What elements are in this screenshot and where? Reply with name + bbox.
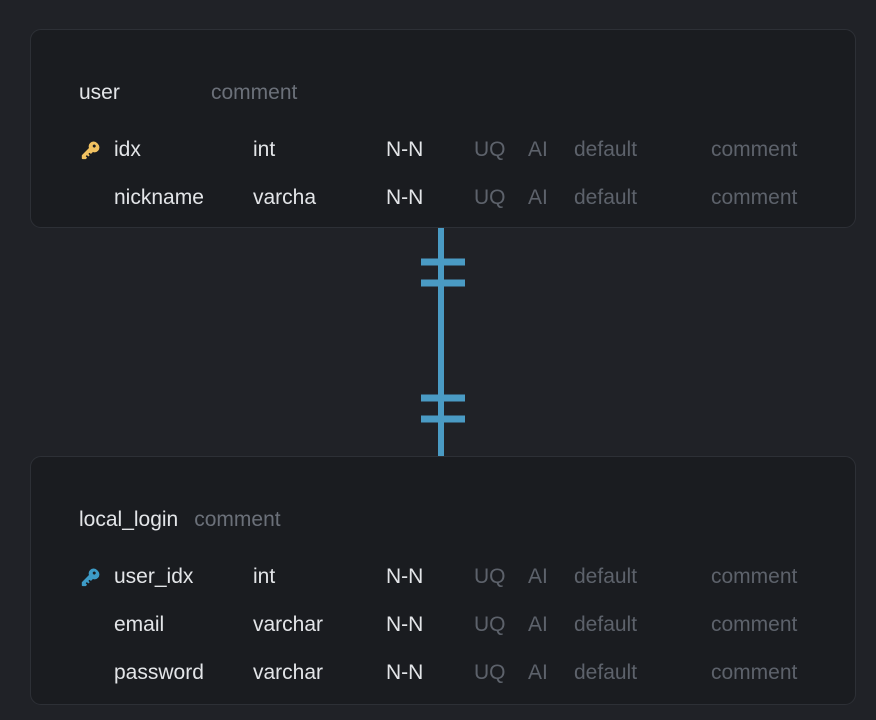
table-card-local-login[interactable]: local_login comment user_idx int N-N UQ … [30,456,856,705]
table-row[interactable]: nickname varcha N-N UQ AI default commen… [31,174,855,222]
column-not-null[interactable]: N-N [386,186,424,209]
table-header-local-login: local_login comment [31,505,855,535]
table-row[interactable]: idx int N-N UQ AI default comment [31,126,855,174]
column-list-local-login: user_idx int N-N UQ AI default comment e… [31,553,855,697]
column-unique[interactable]: UQ [474,138,506,161]
table-name-local-login[interactable]: local_login [79,508,179,531]
table-card-user[interactable]: user comment idx int N-N UQ AI default c… [30,29,856,228]
column-unique[interactable]: UQ [474,186,506,209]
column-data-type[interactable]: int [253,565,276,588]
column-name[interactable]: user_idx [114,565,194,588]
column-comment[interactable]: comment [711,186,798,209]
column-not-null[interactable]: N-N [386,138,424,161]
column-default[interactable]: default [574,565,638,588]
column-comment[interactable]: comment [711,138,798,161]
column-auto-increment[interactable]: AI [528,613,548,636]
column-not-null[interactable]: N-N [386,565,424,588]
column-data-type[interactable]: varcha [253,186,317,209]
column-auto-increment[interactable]: AI [528,661,548,684]
column-comment[interactable]: comment [711,565,798,588]
table-header-user: user comment [31,78,855,108]
column-default[interactable]: default [574,186,638,209]
column-unique[interactable]: UQ [474,565,506,588]
table-row[interactable]: email varchar N-N UQ AI default comment [31,601,855,649]
primary-key-icon [79,567,114,588]
column-data-type[interactable]: varchar [253,613,324,636]
column-default[interactable]: default [574,613,638,636]
column-auto-increment[interactable]: AI [528,138,548,161]
table-row[interactable]: user_idx int N-N UQ AI default comment [31,553,855,601]
column-name[interactable]: idx [114,138,141,161]
column-data-type[interactable]: varchar [253,661,324,684]
column-comment[interactable]: comment [711,613,798,636]
table-name-user[interactable]: user [79,81,120,104]
column-auto-increment[interactable]: AI [528,565,548,588]
column-default[interactable]: default [574,138,638,161]
column-data-type[interactable]: int [253,138,276,161]
column-name[interactable]: password [114,661,204,684]
table-row[interactable]: password varchar N-N UQ AI default comme… [31,649,855,697]
column-default[interactable]: default [574,661,638,684]
table-comment-local-login[interactable]: comment [194,508,281,531]
column-name[interactable]: nickname [114,186,204,209]
relationship-hit-area[interactable] [418,228,468,456]
column-auto-increment[interactable]: AI [528,186,548,209]
table-comment-user[interactable]: comment [211,81,298,104]
column-not-null[interactable]: N-N [386,661,424,684]
column-list-user: idx int N-N UQ AI default comment nickna… [31,126,855,222]
column-not-null[interactable]: N-N [386,613,424,636]
column-unique[interactable]: UQ [474,613,506,636]
primary-key-icon [79,140,114,161]
column-name[interactable]: email [114,613,165,636]
column-unique[interactable]: UQ [474,661,506,684]
column-comment[interactable]: comment [711,661,798,684]
